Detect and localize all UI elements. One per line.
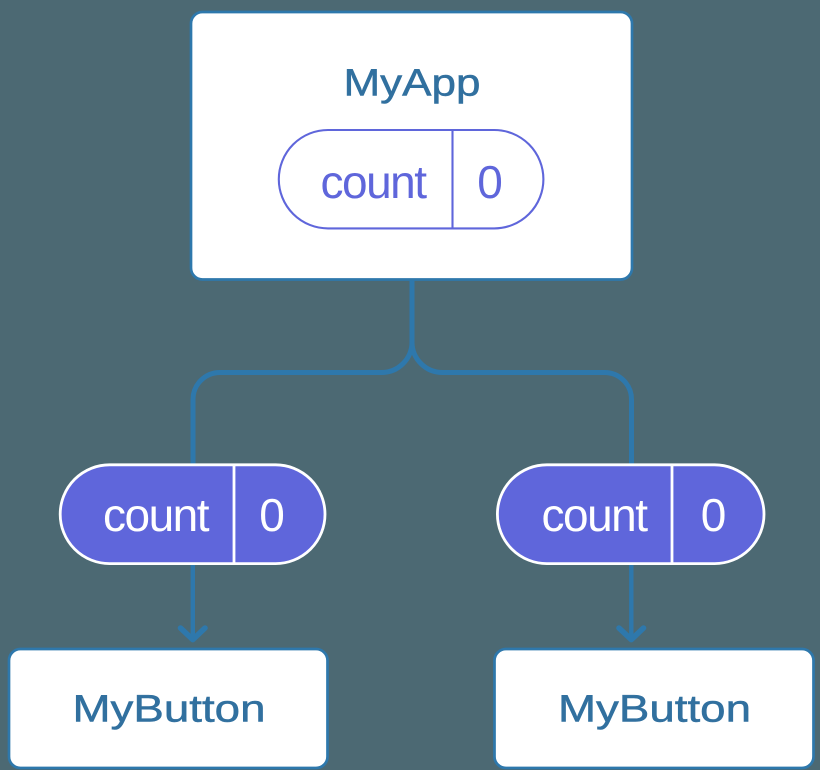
svg-text:0: 0 <box>477 156 503 208</box>
svg-text:MyApp: MyApp <box>344 63 481 105</box>
svg-text:0: 0 <box>701 489 727 541</box>
svg-text:count: count <box>103 489 210 541</box>
svg-text:count: count <box>320 156 427 208</box>
svg-text:count: count <box>541 489 648 541</box>
svg-text:MyButton: MyButton <box>558 688 751 730</box>
svg-text:MyButton: MyButton <box>73 688 266 730</box>
svg-text:0: 0 <box>259 489 285 541</box>
